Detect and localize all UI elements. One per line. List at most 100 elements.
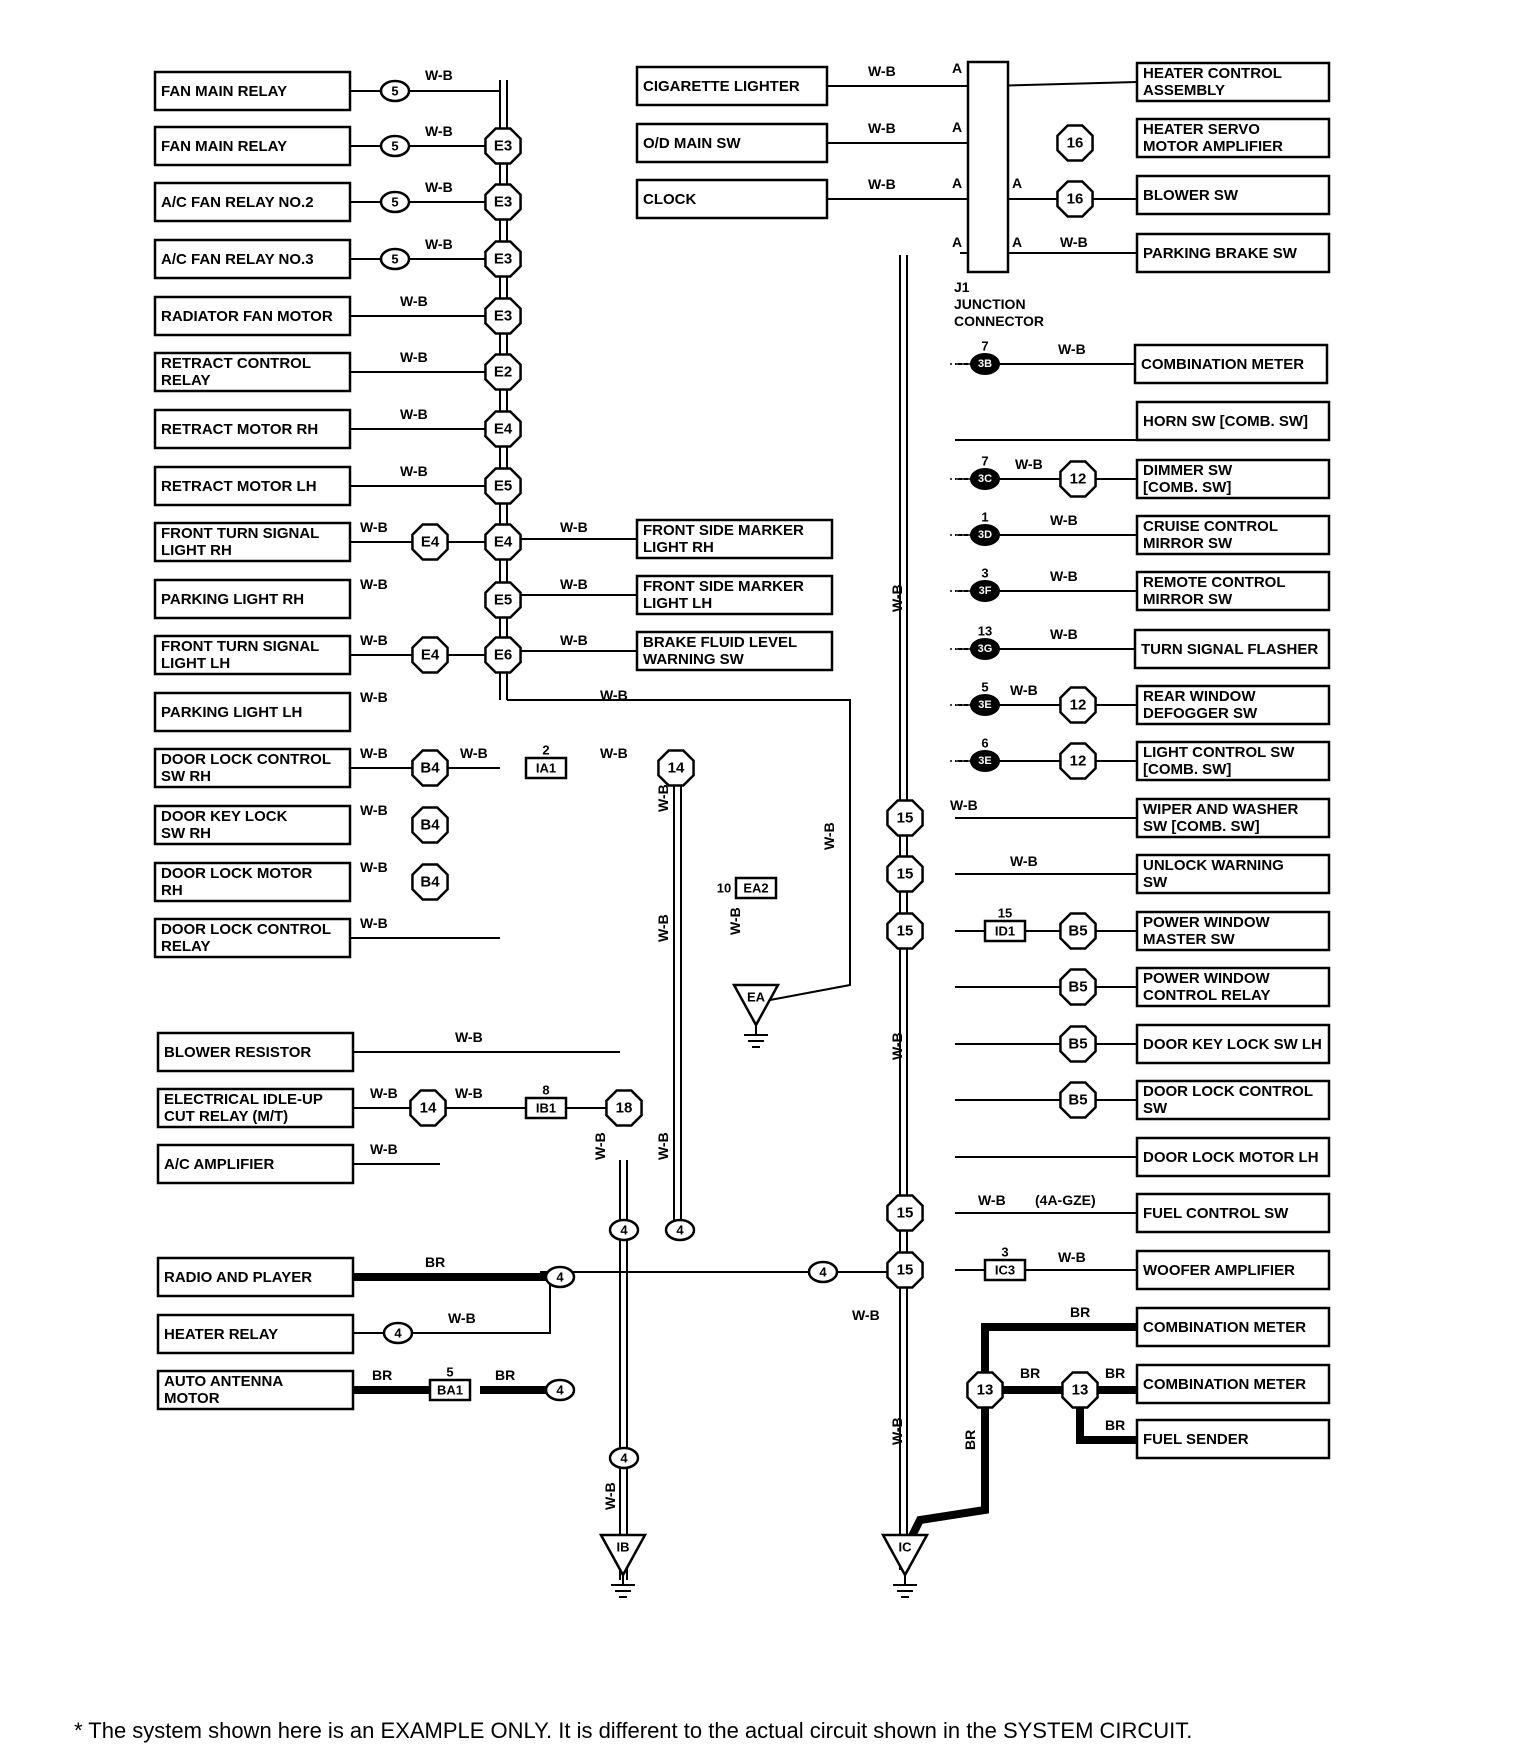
component-box (1135, 232, 1331, 274)
wire-color-label: BR (1105, 1365, 1125, 1381)
component-label: SW [COMB. SW] (1143, 818, 1260, 835)
component-label: RELAY (161, 372, 210, 389)
pin-marker: 5 (379, 134, 411, 158)
splice-octagon (411, 523, 449, 561)
component-label: RETRACT MOTOR LH (161, 478, 317, 495)
component-label: HEATER SERVO (1143, 121, 1260, 138)
ground-label: IC (899, 1540, 913, 1555)
component-heater-relay: HEATER RELAY (156, 1313, 355, 1355)
connector-label: IB1 (536, 1101, 556, 1116)
wire-color-label: BR (962, 1430, 978, 1450)
component-box (153, 351, 352, 393)
wire-color-label: W-B (592, 1132, 608, 1160)
connector-pin: 10 (717, 881, 731, 896)
splice-point: 15 (886, 799, 924, 837)
component-box (1135, 1192, 1331, 1234)
wire-color-label: W-B (360, 859, 388, 875)
wire-color-label: W-B (1015, 456, 1043, 472)
wire (353, 1277, 551, 1334)
component-label: HEATER CONTROL (1143, 65, 1282, 82)
component-box (153, 578, 352, 620)
component-label: FUEL CONTROL SW (1143, 1205, 1289, 1222)
component-label: [COMB. SW] (1143, 479, 1231, 496)
component-horn-sw: HORN SW [COMB. SW] (1135, 400, 1331, 442)
ground-triangle (731, 983, 781, 1028)
component-label: DOOR LOCK CONTROL (1143, 1083, 1313, 1100)
component-label: DEFOGGER SW (1143, 705, 1258, 722)
component-clock: CLOCK (635, 178, 829, 220)
splice-octagon (1059, 460, 1097, 498)
component-label: DOOR LOCK MOTOR LH (1143, 1149, 1319, 1166)
component-ac-fan-relay-3: A/C FAN RELAY NO.3 (153, 238, 352, 280)
component-box (156, 1087, 355, 1129)
wire-color-label: W-B (360, 519, 388, 535)
component-fuel-control-sw: FUEL CONTROL SW (1135, 1192, 1331, 1234)
junction-connector-label: JUNCTION (954, 296, 1026, 312)
component-box (635, 178, 829, 220)
pin-marker-body (379, 134, 411, 158)
ground-triangle (598, 1533, 648, 1578)
junction-pin-label: A (952, 60, 962, 76)
component-box (1135, 797, 1331, 839)
component-label: MIRROR SW (1143, 591, 1233, 608)
connector-label: IC3 (995, 1263, 1015, 1278)
splice-point: E6 (484, 636, 522, 674)
engine-note: (4A-GZE) (1035, 1192, 1096, 1208)
pin-oval (970, 750, 1000, 772)
pin-marker-label: 4 (556, 1270, 564, 1285)
wire-color-label: W-B (821, 822, 837, 850)
component-label: WARNING SW (643, 651, 745, 668)
component-radiator-fan-motor: RADIATOR FAN MOTOR (153, 295, 352, 337)
pin-marker-body (608, 1218, 640, 1242)
wire-color-label: W-B (360, 802, 388, 818)
component-label: LIGHT RH (161, 542, 232, 559)
splice-octagon (966, 1371, 1004, 1409)
component-box (156, 1031, 355, 1073)
splice-octagon (484, 353, 522, 391)
component-box (153, 295, 352, 337)
wire-color-label: W-B (727, 907, 743, 935)
component-label: PARKING LIGHT RH (161, 591, 304, 608)
component-label: FAN MAIN RELAY (161, 138, 287, 155)
splice-point: E2 (484, 353, 522, 391)
splice-octagon (411, 806, 449, 844)
component-combination-meter-2: COMBINATION METER (1135, 1306, 1331, 1348)
connector-body (734, 876, 778, 900)
component-label: CUT RELAY (M/T) (164, 1108, 288, 1125)
component-parking-light-lh: PARKING LIGHT LH (153, 691, 352, 733)
splice-point: 13 (1061, 1371, 1099, 1409)
component-label: BLOWER SW (1143, 187, 1239, 204)
splice-point: E3 (484, 297, 522, 335)
component-box (153, 917, 352, 959)
pin-marker-label: 5 (391, 84, 398, 99)
pin-oval (970, 580, 1000, 602)
splice-point: B4 (411, 749, 449, 787)
wire-color-label: W-B (1058, 341, 1086, 357)
component-label: FRONT SIDE MARKER (643, 522, 804, 539)
pin-3d: 3D1 (970, 510, 1000, 546)
splice-label: B5 (1068, 1092, 1087, 1109)
wire-color-label: W-B (425, 67, 453, 83)
component-box (1135, 740, 1331, 782)
connector-body (428, 1378, 472, 1402)
component-box (1135, 684, 1331, 726)
pin-marker-label: 4 (620, 1223, 628, 1238)
ground-label: EA (747, 990, 766, 1005)
pin-number: 7 (981, 339, 988, 354)
junction-pin-label: A (952, 234, 962, 250)
component-label: UNLOCK WARNING (1143, 857, 1284, 874)
component-box (635, 630, 834, 672)
component-label: POWER WINDOW (1143, 914, 1270, 931)
component-box (1135, 570, 1331, 612)
pin-3b: 3B7 (970, 339, 1000, 375)
wire-color-label: W-B (868, 176, 896, 192)
wire-color-label: W-B (455, 1029, 483, 1045)
wire-color-label: W-B (1058, 1249, 1086, 1265)
